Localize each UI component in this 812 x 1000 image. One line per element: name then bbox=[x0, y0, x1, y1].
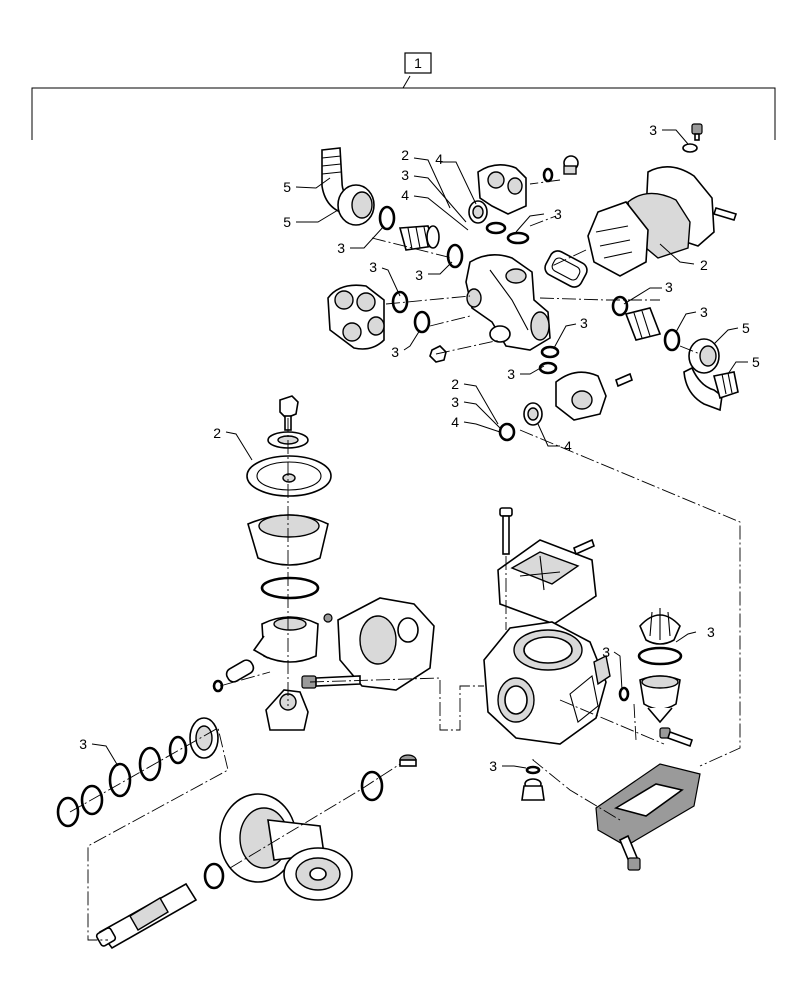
callout-3-lower-cap: 3 bbox=[580, 315, 588, 331]
callout-3-right-ring-a: 3 bbox=[665, 279, 673, 295]
callout-3-valve-lower: 3 bbox=[451, 394, 459, 410]
callout-5-elbow-right-b: 5 bbox=[752, 354, 760, 370]
assembly-center-lines bbox=[69, 179, 741, 941]
o-ring-top-b bbox=[506, 231, 530, 245]
callout-3-check-valve: 3 bbox=[707, 624, 715, 640]
callout-group-1: 1 bbox=[414, 55, 422, 71]
callout-3-lower-ring: 3 bbox=[507, 366, 515, 382]
callout-3-mid-ring: 3 bbox=[415, 267, 423, 283]
drain-nut bbox=[521, 778, 545, 801]
callout-3-valve-upper-a: 3 bbox=[401, 167, 409, 183]
callout-3-right-ring-b: 3 bbox=[700, 304, 708, 320]
o-ring-top-small bbox=[542, 167, 554, 183]
hose-nut-upper bbox=[337, 184, 375, 226]
callout-3-bearing-ring: 3 bbox=[79, 736, 87, 752]
seal-left bbox=[56, 796, 80, 828]
bolt-upper-right-long bbox=[712, 207, 738, 221]
regulator-housing-upper bbox=[587, 166, 715, 277]
o-ring-upper-mid bbox=[446, 243, 464, 269]
callout-5-elbow-upper-b: 5 bbox=[283, 214, 291, 230]
ring-bearing-a bbox=[168, 735, 188, 765]
o-ring-right-a bbox=[611, 295, 629, 317]
pump-base-bracket bbox=[595, 763, 701, 847]
callout-3-top-washer: 3 bbox=[649, 122, 657, 138]
o-ring-top-a bbox=[485, 221, 507, 235]
bearing-left bbox=[189, 717, 219, 759]
check-valve-cone bbox=[639, 608, 681, 645]
hose-barb-elbow-lower-right bbox=[683, 366, 739, 412]
callout-4-valve-upper-b: 4 bbox=[435, 151, 443, 167]
fitting-small-lower bbox=[523, 402, 543, 426]
callout-5-elbow-right-a: 5 bbox=[742, 320, 750, 336]
pump-housing bbox=[483, 621, 607, 745]
callout-2-valve-upper: 2 bbox=[401, 147, 409, 163]
cap-mid-lower bbox=[399, 754, 417, 767]
bolt-check-valve bbox=[659, 727, 694, 748]
bolt-long-top bbox=[499, 507, 513, 555]
callout-3-housing-side: 3 bbox=[602, 644, 610, 660]
screw-small-pump bbox=[323, 613, 333, 623]
bolt-bracket bbox=[618, 834, 641, 871]
callout-4-valve-upper-a: 4 bbox=[401, 187, 409, 203]
o-ring-drain bbox=[525, 765, 541, 775]
pulley bbox=[283, 847, 353, 901]
piston bbox=[252, 616, 319, 663]
valve-manifold-side-block bbox=[327, 284, 385, 350]
valve-plate bbox=[497, 539, 597, 625]
fitting-small-upper bbox=[468, 200, 488, 224]
callout-2-diaphragm: 2 bbox=[213, 425, 221, 441]
callout-3-side-ring-a: 3 bbox=[369, 259, 377, 275]
callout-3-top-ring-right: 3 bbox=[554, 206, 562, 222]
washer-upper-right bbox=[682, 143, 698, 153]
manifold-top-cap bbox=[477, 164, 527, 215]
screw-upper-right bbox=[691, 123, 703, 141]
ring-bearing-b bbox=[138, 746, 162, 782]
pump-housing-flange bbox=[593, 654, 611, 686]
callout-2-regulator-upper: 2 bbox=[700, 257, 708, 273]
fitting-adapter-upper bbox=[398, 225, 440, 251]
o-ring-lower-b bbox=[538, 361, 558, 375]
o-ring-side-a bbox=[391, 290, 409, 314]
o-ring-side-b bbox=[413, 310, 431, 334]
hose-nut-lower-right bbox=[688, 338, 720, 374]
group-bracket bbox=[31, 52, 776, 140]
leader-lines bbox=[91, 129, 748, 769]
o-ring-shaft bbox=[203, 862, 225, 890]
callout-5-elbow-upper-a: 5 bbox=[283, 179, 291, 195]
pump-head-cover bbox=[337, 597, 435, 691]
wrist-pin bbox=[225, 659, 255, 683]
o-ring-right-b bbox=[663, 328, 681, 352]
snap-ring-bearing bbox=[80, 784, 104, 816]
callout-3-left-ring: 3 bbox=[337, 240, 345, 256]
regulator-gasket-upper bbox=[544, 250, 588, 288]
diaphragm bbox=[246, 455, 332, 497]
crank-shaft bbox=[95, 882, 198, 950]
valve-manifold-body bbox=[465, 254, 551, 351]
o-ring-housing-side bbox=[618, 686, 630, 702]
snap-ring-pin bbox=[212, 679, 224, 693]
o-ring-bearing bbox=[108, 762, 132, 798]
callout-4-valve-lower-a: 4 bbox=[451, 414, 459, 430]
bolt-top-small bbox=[563, 155, 579, 175]
diaphragm-bolt bbox=[279, 395, 299, 431]
callout-4-valve-lower-b: 4 bbox=[564, 438, 572, 454]
callout-3-drain-ring: 3 bbox=[489, 758, 497, 774]
callout-2-valve-lower: 2 bbox=[451, 376, 459, 392]
bolt-lower-right bbox=[615, 372, 633, 388]
callout-3-side-ring-b: 3 bbox=[391, 344, 399, 360]
connecting-rod bbox=[265, 689, 309, 731]
o-ring-lower-c bbox=[498, 422, 516, 442]
o-ring-upper-left bbox=[378, 205, 396, 231]
o-ring-lower-a bbox=[540, 345, 560, 359]
ring-mid-lower-a bbox=[360, 770, 384, 802]
callouts: 2 3 4 4 3 5 5 3 3 3 3 3 3 3 2 3 5 5 3 2 … bbox=[79, 122, 760, 774]
valve-cap-lower bbox=[555, 371, 607, 421]
o-ring-check-valve bbox=[637, 646, 683, 666]
o-ring-pump-cylinder bbox=[260, 576, 320, 600]
fitting-adapter-right bbox=[624, 307, 662, 341]
crank-housing bbox=[219, 793, 325, 883]
bolt-valve-plate bbox=[573, 538, 595, 556]
check-valve-cup bbox=[639, 675, 681, 724]
